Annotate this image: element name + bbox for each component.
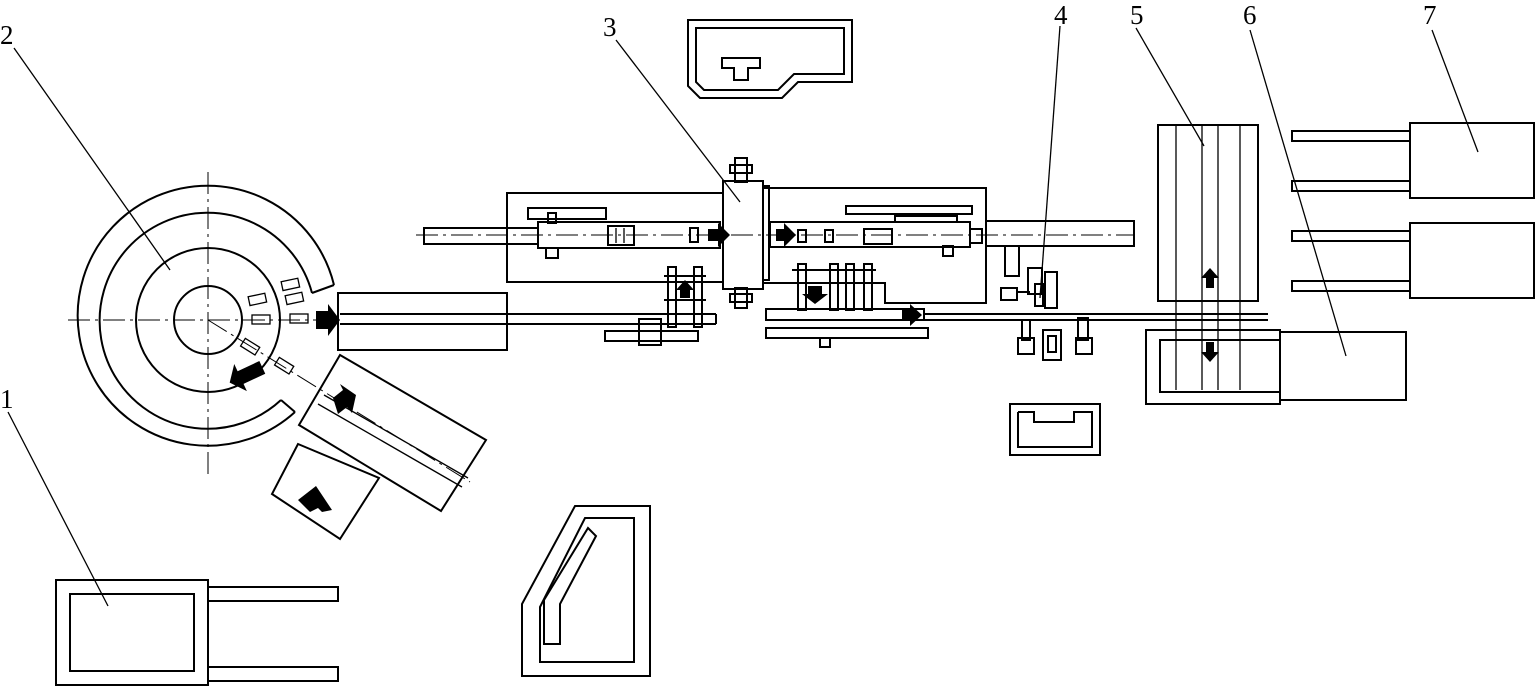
component-7-racks bbox=[1291, 122, 1535, 299]
transfer-arrow-up bbox=[676, 280, 694, 298]
transfer-conveyor bbox=[604, 263, 1268, 348]
leader-line-5 bbox=[1135, 27, 1205, 147]
component-5-elevator bbox=[1157, 124, 1259, 390]
feeder-arrow-up bbox=[298, 486, 332, 512]
press-arrow-2 bbox=[776, 223, 796, 247]
label-5: 5 bbox=[1130, 0, 1144, 30]
small-tray bbox=[1009, 403, 1101, 456]
feeder-arrow-diag bbox=[333, 384, 356, 414]
leader-lines bbox=[7, 25, 1479, 607]
component-3-press bbox=[416, 157, 1135, 309]
component-4-loader bbox=[1000, 245, 1093, 361]
label-7: 7 bbox=[1423, 0, 1437, 30]
label-4: 4 bbox=[1054, 0, 1068, 30]
top-trolley bbox=[687, 19, 853, 99]
component-1-rack bbox=[55, 579, 339, 686]
outfeed-arrow bbox=[316, 304, 340, 336]
label-2: 2 bbox=[0, 20, 14, 50]
press-arrow-1 bbox=[708, 223, 730, 247]
label-1: 1 bbox=[0, 384, 14, 414]
leader-line-1 bbox=[7, 411, 109, 607]
transfer-arrow-right bbox=[902, 304, 922, 326]
main-conveyor bbox=[337, 292, 717, 351]
elevator-arrow-up bbox=[1201, 268, 1219, 288]
leader-line-7 bbox=[1431, 29, 1479, 153]
component-2-rotary-table bbox=[68, 172, 471, 483]
elevator-arrow-down bbox=[1201, 342, 1219, 362]
label-3: 3 bbox=[603, 12, 617, 42]
bottom-trolley bbox=[521, 505, 651, 677]
transfer-arrow-down bbox=[802, 286, 828, 304]
workpiece-slots bbox=[239, 277, 309, 375]
leader-line-6 bbox=[1249, 29, 1347, 357]
label-6: 6 bbox=[1243, 0, 1257, 30]
leader-line-3 bbox=[615, 39, 741, 203]
rotation-arrow bbox=[229, 361, 266, 392]
leader-line-2 bbox=[13, 47, 171, 271]
leader-line-4 bbox=[1039, 25, 1061, 299]
component-6-collector bbox=[1145, 329, 1407, 405]
number-labels: 1 2 3 4 5 6 7 bbox=[0, 0, 1437, 414]
inclined-feeder bbox=[270, 353, 488, 541]
